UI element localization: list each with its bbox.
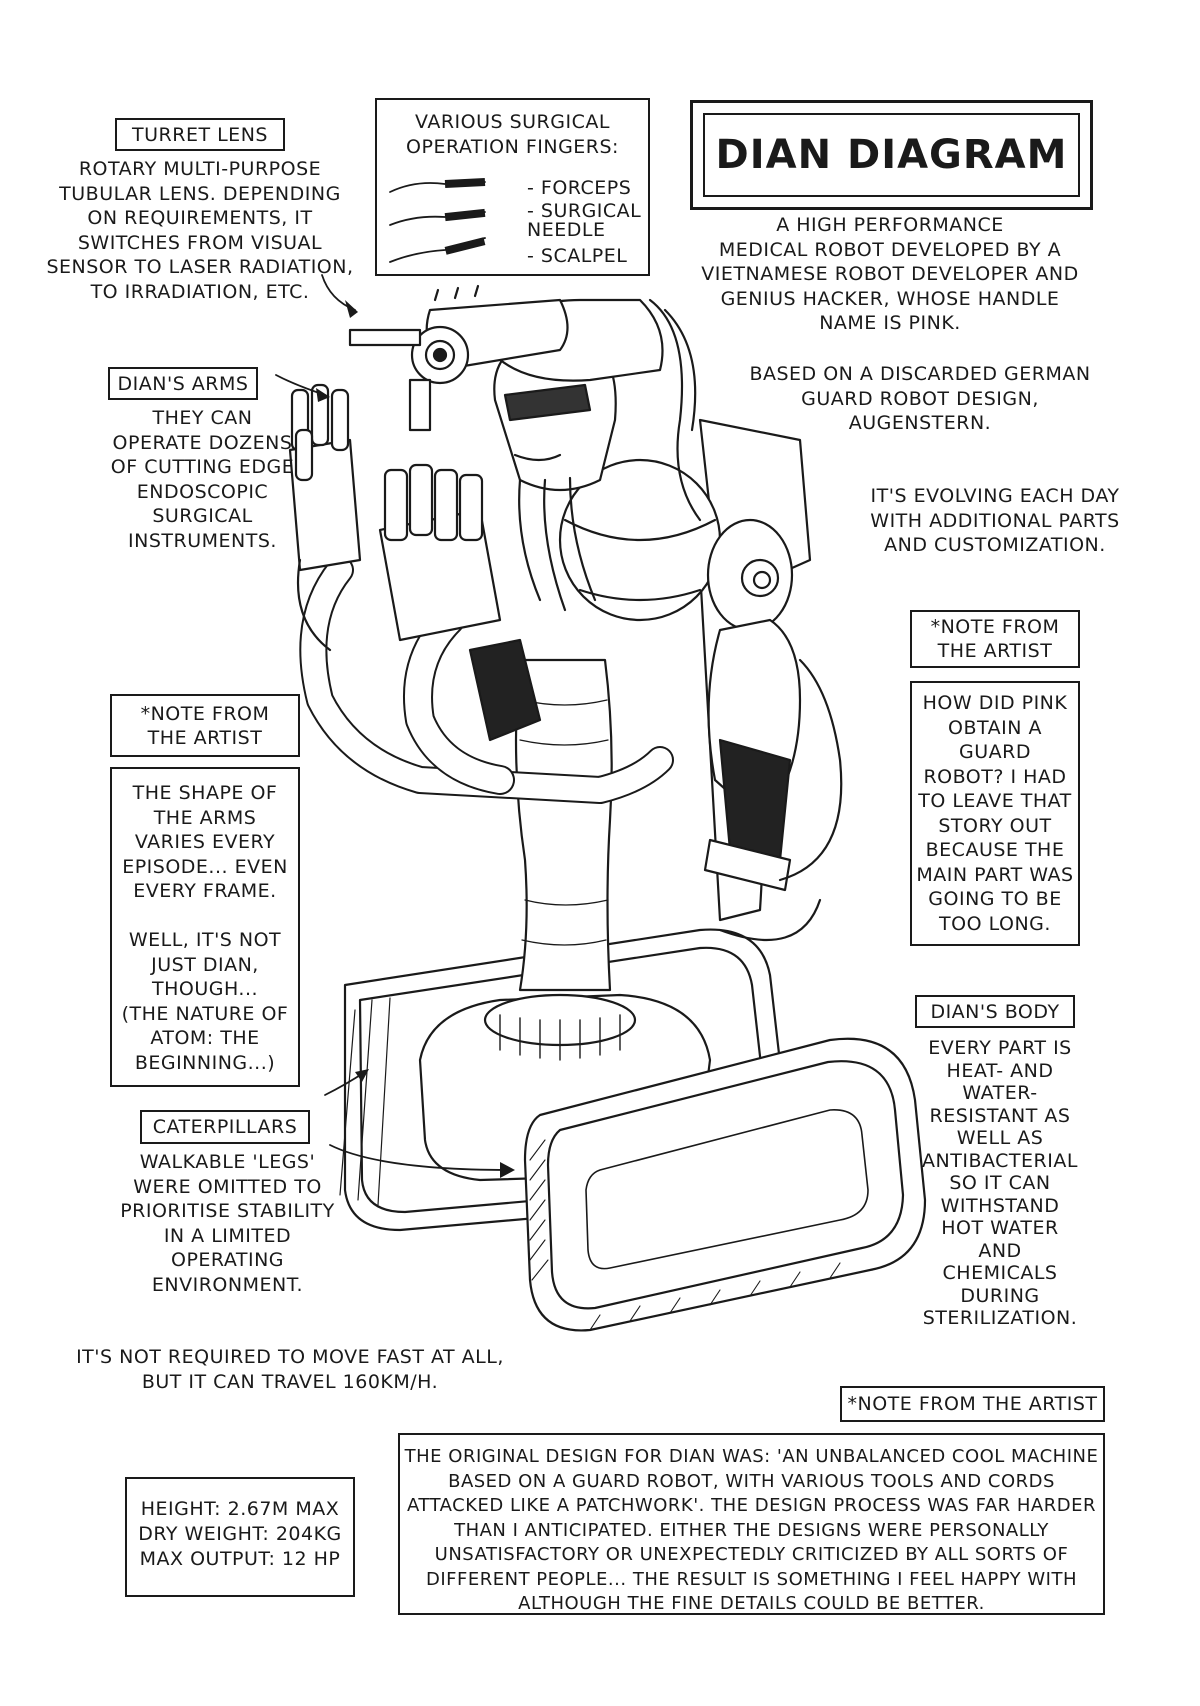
arms-label: DIAN'S ARMS	[108, 367, 258, 400]
caterpillar-front	[523, 1037, 927, 1332]
intro-paragraph-3: IT'S EVOLVING EACH DAY WITH ADDITIONAL P…	[870, 485, 1120, 556]
artist-note-right-label: *NOTE FROM THE ARTIST	[910, 610, 1080, 668]
artist-note-left-label: *NOTE FROM THE ARTIST	[110, 694, 300, 757]
specs-box: HEIGHT: 2.67M MAX DRY WEIGHT: 204KG MAX …	[125, 1477, 355, 1597]
finger-scalpel: - SCALPEL	[527, 245, 628, 267]
intro-paragraph-2: BASED ON A DISCARDED GERMAN GUARD ROBOT …	[749, 363, 1091, 434]
artist-note-bottom-text: THE ORIGINAL DESIGN FOR DIAN WAS: 'AN UN…	[398, 1433, 1105, 1615]
page-title: DIAN DIAGRAM	[703, 113, 1080, 197]
caterpillars-label: CATERPILLARS	[140, 1110, 310, 1144]
intro-paragraph-1: A HIGH PERFORMANCE MEDICAL ROBOT DEVELOP…	[701, 214, 1079, 334]
artist-note-right-text: HOW DID PINK OBTAIN A GUARD ROBOT? I HAD…	[910, 681, 1080, 946]
surgical-fingers-box: VARIOUS SURGICAL OPERATION FINGERS: - FO…	[375, 98, 650, 276]
turret-lens-text: ROTARY MULTI-PURPOSE TUBULAR LENS. DEPEN…	[46, 158, 354, 303]
body-text: EVERY PART IS HEAT- AND WATER- RESISTANT…	[922, 1037, 1078, 1329]
caterpillars-text: WALKABLE 'LEGS' WERE OMITTED TO PRIORITI…	[120, 1151, 335, 1296]
artist-note-bottom-label: *NOTE FROM THE ARTIST	[840, 1386, 1105, 1422]
surgical-fingers-heading: VARIOUS SURGICAL OPERATION FINGERS:	[406, 111, 619, 158]
arms-text: THEY CAN OPERATE DOZENS OF CUTTING EDGE …	[110, 407, 295, 552]
finger-tools-sketch	[389, 177, 486, 263]
finger-forceps: - FORCEPS	[527, 177, 632, 199]
turret-lens-label: TURRET LENS	[115, 118, 285, 151]
speed-text: IT'S NOT REQUIRED TO MOVE FAST AT ALL, B…	[76, 1346, 504, 1393]
title-box: DIAN DIAGRAM	[690, 100, 1093, 210]
artist-note-left-text: THE SHAPE OF THE ARMS VARIES EVERY EPISO…	[110, 767, 300, 1087]
finger-surgical-needle: - SURGICAL NEEDLE	[527, 200, 642, 241]
body-label: DIAN'S BODY	[915, 995, 1075, 1028]
